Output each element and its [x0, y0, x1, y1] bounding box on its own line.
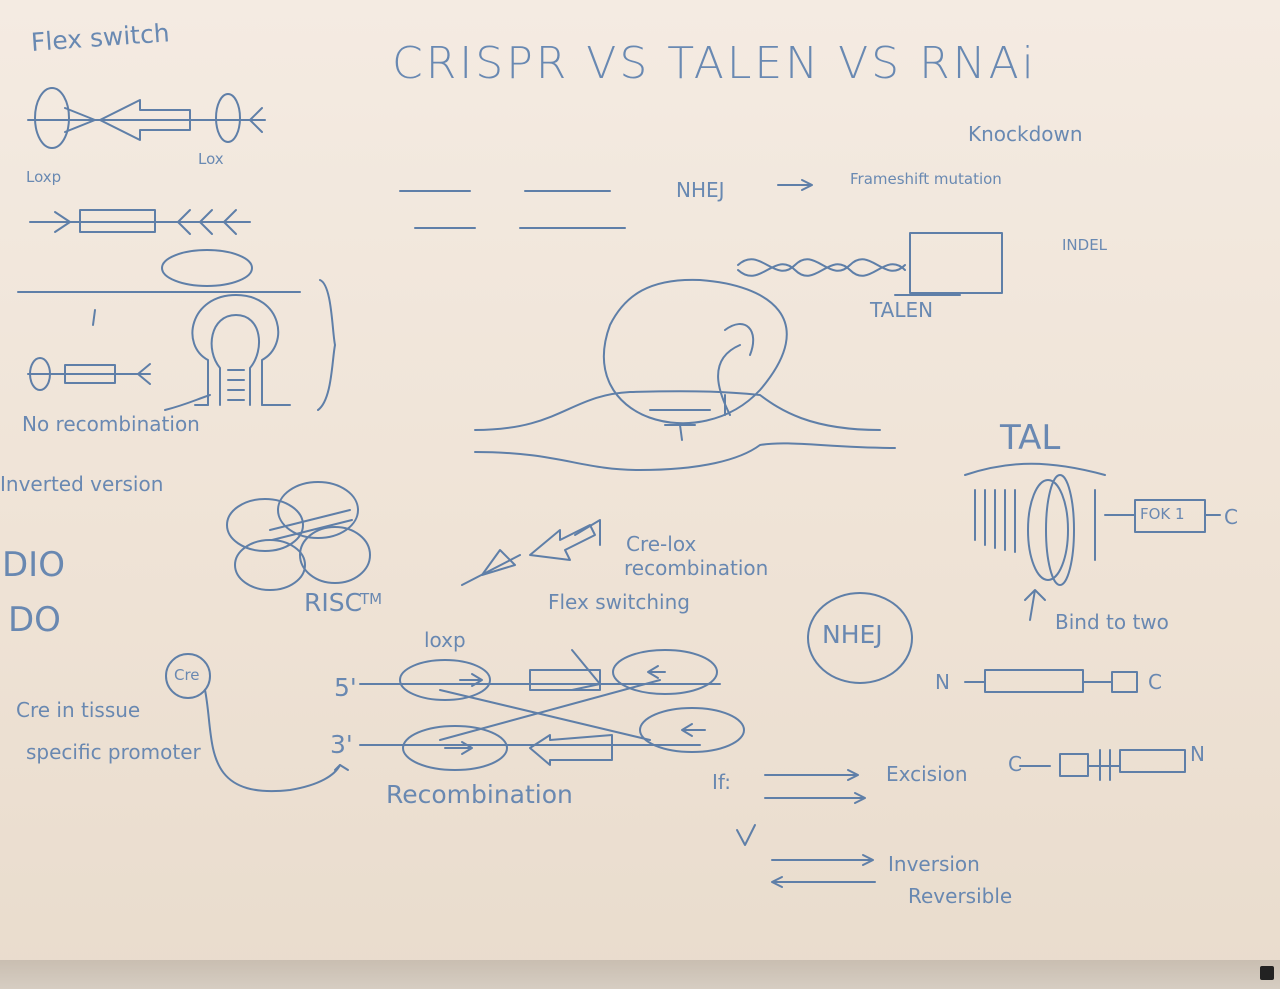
no-recombination-diagram [27, 357, 211, 411]
if-arrows [736, 769, 876, 888]
cre-lox-label-1: Cre-lox [626, 532, 697, 556]
inverted-version-label: Inverted version [0, 472, 164, 496]
n-term-bottom-label: N [1190, 742, 1205, 766]
whiteboard-tray [0, 960, 1280, 989]
flex-switch-diagram-2 [29, 209, 251, 235]
cre-path-arrow [165, 653, 349, 793]
crispr-cas9-diagram [399, 179, 896, 471]
fok1-label: FOK 1 [1140, 505, 1185, 523]
if-label: If: [712, 770, 731, 794]
hairpin-diagram [17, 249, 336, 411]
dio-label: DIO [2, 545, 65, 585]
risc-tm-label: TM [360, 590, 383, 608]
bind-to-two-label: Bind to two [1055, 610, 1169, 634]
risc-complex [226, 481, 371, 591]
tal-label: TAL [1000, 418, 1061, 458]
cre-tissue-label-1: Cre in tissue [16, 698, 141, 722]
cre-lox-arrows [461, 519, 601, 586]
do-label: DO [8, 600, 61, 640]
talen-helix-diagram [737, 232, 1003, 296]
c-term-bottom-label: C [1008, 752, 1022, 776]
knockdown-label: Knockdown [968, 122, 1083, 146]
loxp-left-label: Loxp [26, 168, 62, 186]
frameshift-label: Frameshift mutation [850, 170, 1002, 188]
loxp-recombination-diagram [359, 649, 745, 771]
no-recombination-label: No recombination [22, 412, 200, 436]
flex-switching-label: Flex switching [548, 590, 690, 614]
reversible-label: Reversible [908, 884, 1013, 908]
inversion-label: Inversion [888, 852, 980, 876]
talen-label: TALEN [870, 298, 934, 322]
cre-lox-label-2: recombination [624, 556, 769, 580]
recombination-label: Recombination [386, 780, 573, 809]
c-end-label: C [1224, 505, 1238, 529]
loxp-right-label: Lox [198, 150, 224, 168]
tal-effector-diagram [964, 462, 1221, 621]
excision-label: Excision [886, 762, 968, 786]
three-prime-label: 3' [330, 730, 353, 759]
nhej-circle-label: NHEJ [822, 620, 883, 649]
fusion-construct-diagram [807, 592, 1186, 781]
corner-badge [1260, 966, 1274, 980]
loxp-label: loxp [424, 628, 466, 652]
page-title: CRISPR VS TALEN VS RNAi [392, 38, 1037, 89]
indel-label: INDEL [1062, 236, 1108, 254]
five-prime-label: 5' [334, 673, 357, 702]
nhej-arrow-label: NHEJ [676, 178, 725, 202]
cre-tissue-label-2: specific promoter [26, 740, 201, 764]
flex-switch-diagram [27, 87, 266, 149]
c-term-top-label: C [1148, 670, 1162, 694]
n-term-label: N [935, 670, 950, 694]
cre-circle-label: Cre [174, 666, 200, 684]
risc-label: RISC [304, 588, 363, 617]
